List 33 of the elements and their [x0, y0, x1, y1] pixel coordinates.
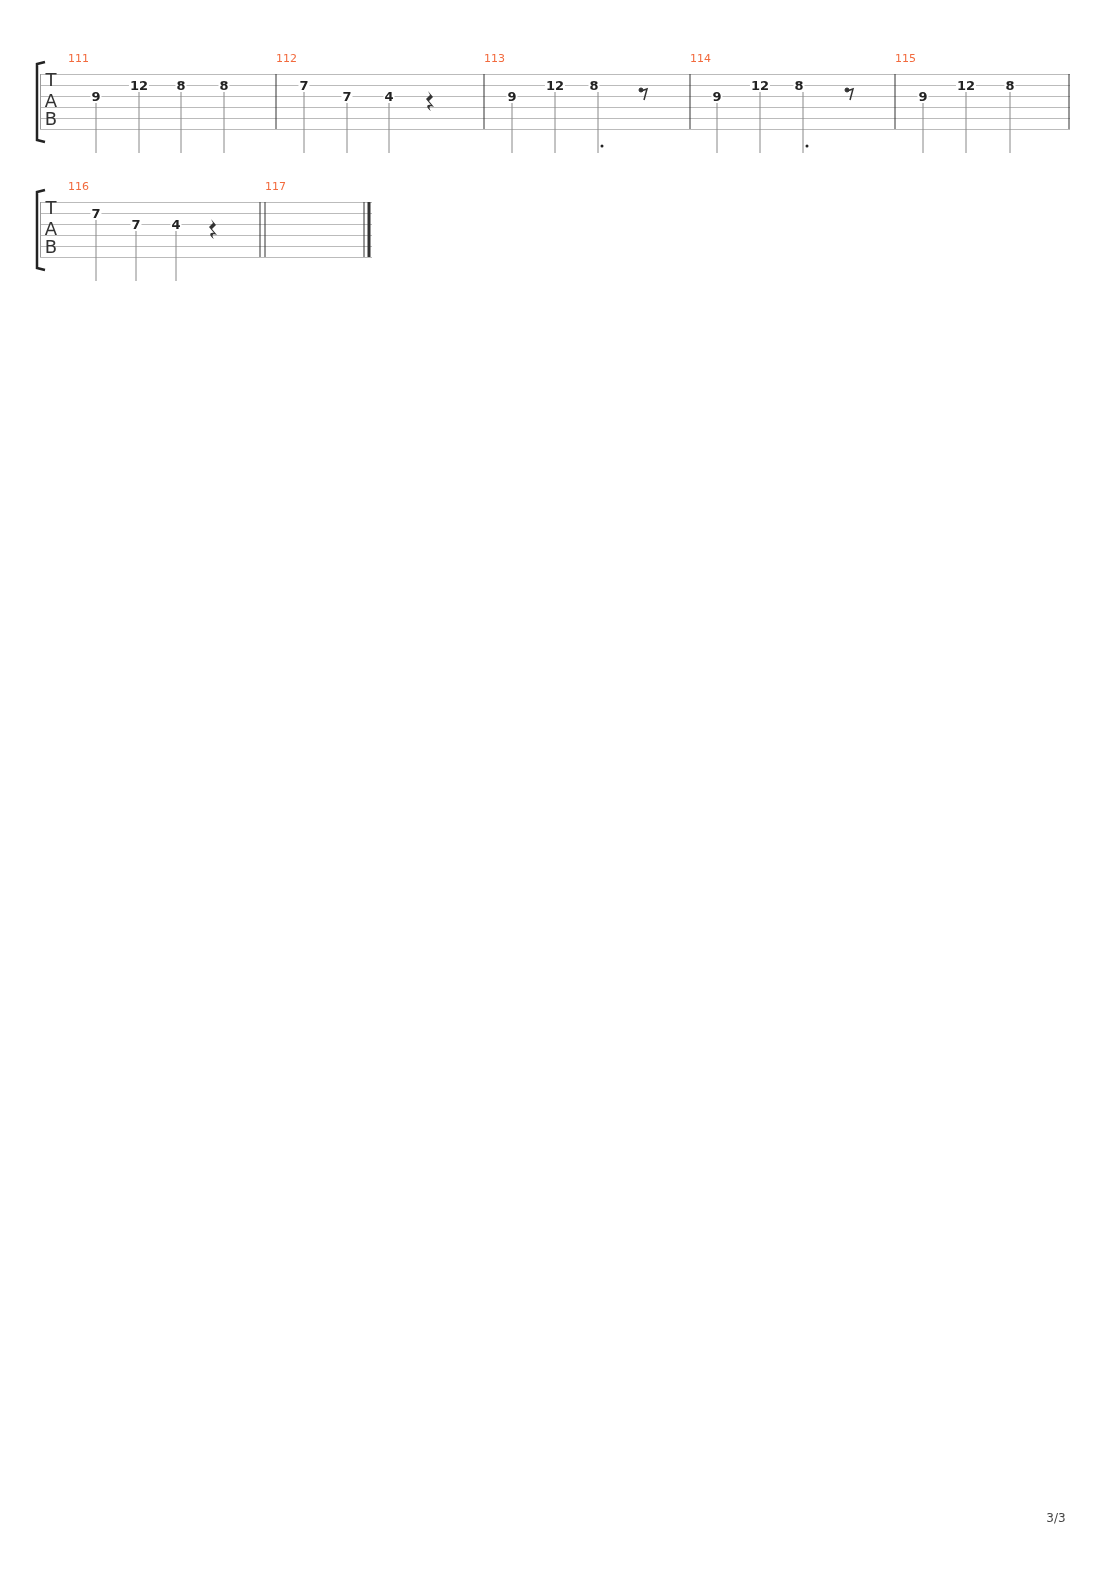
fret-number: 7: [298, 78, 310, 92]
fret-number: 12: [955, 78, 977, 92]
fret-number: 8: [218, 78, 230, 92]
fret-number: 9: [917, 89, 929, 103]
fret-number: 12: [544, 78, 566, 92]
tab-clef-letter: T: [45, 199, 57, 217]
page-number: 3/3: [1046, 1512, 1066, 1524]
tab-clef-letter: A: [44, 92, 58, 110]
fret-number: 8: [793, 78, 805, 92]
fret-number: 7: [341, 89, 353, 103]
fret-number: 12: [749, 78, 771, 92]
tab-clef-letter: B: [44, 110, 58, 128]
tab-clef-letter: B: [44, 238, 58, 256]
measure-number: 112: [276, 52, 297, 64]
measure-number: 114: [690, 52, 711, 64]
fret-number: 8: [588, 78, 600, 92]
fret-number: 4: [170, 217, 182, 231]
fret-number: 9: [90, 89, 102, 103]
fret-number: 12: [128, 78, 150, 92]
fret-number: 7: [90, 206, 102, 220]
tab-clef-letter: T: [45, 71, 57, 89]
fret-number: 8: [175, 78, 187, 92]
fret-number: 8: [1004, 78, 1016, 92]
measure-number: 111: [68, 52, 89, 64]
fret-number: 7: [130, 217, 142, 231]
measure-number: 113: [484, 52, 505, 64]
fret-number: 9: [711, 89, 723, 103]
fret-number: 9: [506, 89, 518, 103]
measure-number: 115: [895, 52, 916, 64]
measure-number: 116: [68, 180, 89, 192]
measure-number: 117: [265, 180, 286, 192]
tab-clef-letter: A: [44, 220, 58, 238]
fret-number: 4: [383, 89, 395, 103]
